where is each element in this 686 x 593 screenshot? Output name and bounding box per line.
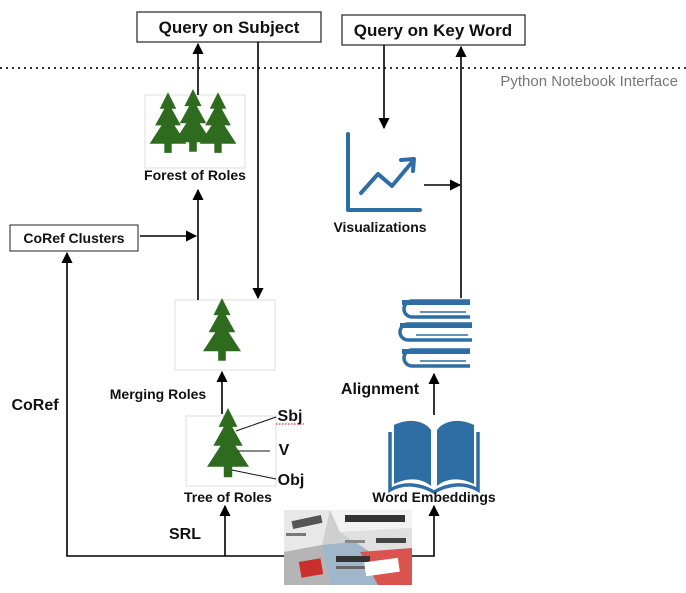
role-subject-label: Sbj xyxy=(278,408,303,425)
merging-roles-label: Merging Roles xyxy=(110,386,207,402)
forest-of-roles-label: Forest of Roles xyxy=(144,167,246,183)
role-object-pointer xyxy=(231,469,277,480)
embedding-arrow xyxy=(412,504,440,557)
visualizations-label: Visualizations xyxy=(333,219,426,235)
srl-edge-label: SRL xyxy=(169,526,201,543)
tree-of-roles-icon xyxy=(185,408,277,487)
query-on-subject-label: Query on Subject xyxy=(159,18,300,37)
interface-label: Python Notebook Interface xyxy=(500,73,678,90)
alignment-label: Alignment xyxy=(341,381,420,398)
coref-edge-label: CoRef xyxy=(11,397,59,414)
open-book-icon xyxy=(388,420,480,495)
coref-clusters-label: CoRef Clusters xyxy=(23,230,124,246)
newspapers-image xyxy=(284,510,412,585)
coref-arrow xyxy=(61,251,284,557)
role-object-label: Obj xyxy=(278,472,305,489)
chart-icon xyxy=(346,132,422,212)
tree-of-roles-label: Tree of Roles xyxy=(184,489,272,505)
merging-tree-icon xyxy=(174,298,276,371)
query-on-keyword-box[interactable]: Query on Key Word xyxy=(341,14,526,46)
books-icon xyxy=(398,299,472,368)
coref-clusters-box[interactable]: CoRef Clusters xyxy=(9,224,139,252)
word-embeddings-label: Word Embeddings xyxy=(372,489,496,505)
role-verb-label: V xyxy=(279,442,290,459)
query-on-keyword-label: Query on Key Word xyxy=(354,21,512,40)
role-subject-pointer xyxy=(235,416,277,432)
forest-icon xyxy=(144,89,246,169)
query-on-subject-box[interactable]: Query on Subject xyxy=(136,11,322,43)
